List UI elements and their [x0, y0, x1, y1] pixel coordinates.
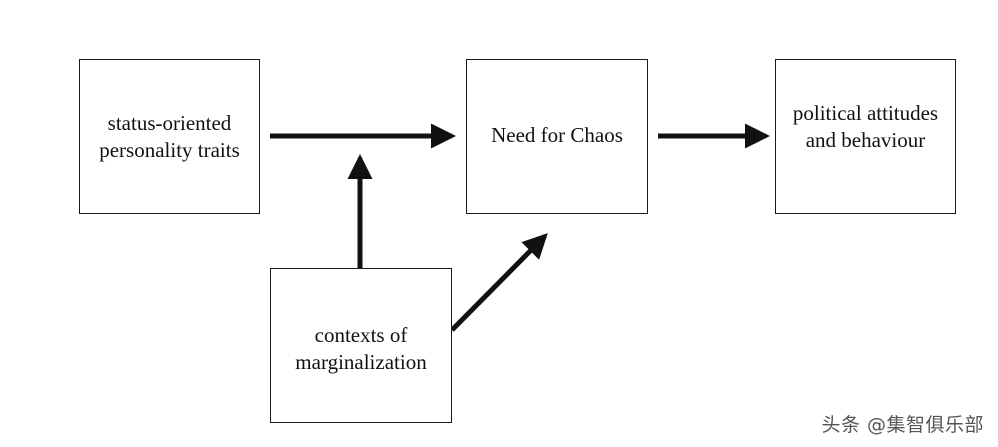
status-traits-label: status-oriented personality traits	[99, 110, 240, 162]
marginalization-contexts-box: contexts of marginalization	[270, 268, 452, 423]
status-traits-box: status-oriented personality traits	[79, 59, 260, 214]
arrow-contexts-to-chaos	[450, 233, 548, 332]
marginalization-contexts-label: contexts of marginalization	[295, 322, 427, 374]
watermark: 头条 @集智俱乐部	[821, 410, 984, 437]
watermark-text: 头条 @集智俱乐部	[821, 414, 984, 436]
political-attitudes-label: political attitudes and behaviour	[792, 101, 939, 152]
need-for-chaos-box: Need for Chaos	[466, 59, 648, 214]
need-for-chaos-label: Need for Chaos	[491, 123, 623, 147]
political-attitudes-box: political attitudes and behaviour	[775, 59, 956, 214]
